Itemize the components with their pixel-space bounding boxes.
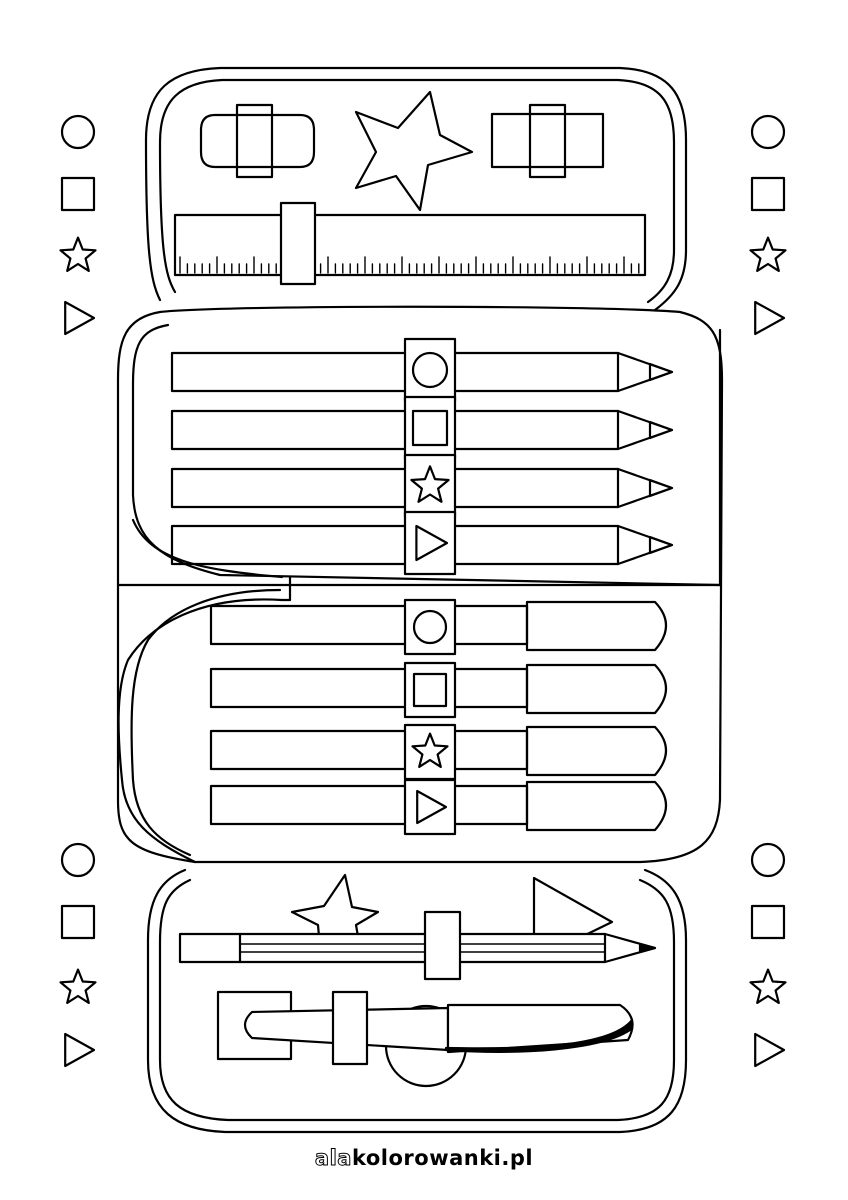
marker (209, 661, 668, 719)
colored-pencil (170, 395, 674, 461)
circle-icon (60, 114, 96, 150)
marker (209, 778, 668, 836)
side-shapes (59, 114, 787, 1068)
circle-icon (750, 842, 786, 878)
triangle-icon (754, 1032, 786, 1068)
brand-prefix: ala (314, 1146, 352, 1171)
colored-pencil (170, 510, 674, 576)
square-icon (60, 176, 96, 212)
circle-icon (411, 351, 449, 389)
star-icon (59, 968, 97, 1005)
circle-icon (60, 842, 96, 878)
eraser-right (490, 103, 605, 179)
star-icon (749, 236, 787, 272)
triangle-icon (64, 300, 96, 336)
marker (209, 598, 668, 656)
square-icon (60, 904, 96, 940)
triangle-icon (416, 789, 448, 825)
triangle-icon (754, 300, 786, 336)
brand-footer: alakolorowanki.pl (0, 1146, 848, 1176)
star-icon (411, 732, 449, 769)
star-icon (749, 968, 787, 1005)
pencil-row-group (170, 337, 674, 576)
colored-pencil (170, 453, 674, 519)
square-icon (750, 904, 786, 940)
eraser-left (199, 103, 316, 179)
triangle-icon (415, 524, 449, 562)
circle-icon (750, 114, 786, 150)
ruler (173, 201, 647, 286)
pen-set (216, 990, 634, 1088)
circle-icon (412, 609, 448, 645)
marker (209, 723, 668, 781)
star-icon (410, 465, 450, 503)
top-flap (144, 66, 688, 312)
square-icon (411, 409, 449, 447)
square-icon (750, 176, 786, 212)
triangle-icon (64, 1032, 96, 1068)
star-icon (59, 236, 97, 272)
pencil-bottom (178, 910, 657, 981)
square-icon (412, 672, 448, 708)
star-icon (354, 90, 474, 212)
colored-pencil (170, 337, 674, 403)
brand-name: kolorowanki.pl (351, 1146, 534, 1170)
marker-row-group (209, 598, 668, 836)
bottom-flap (146, 868, 688, 1134)
